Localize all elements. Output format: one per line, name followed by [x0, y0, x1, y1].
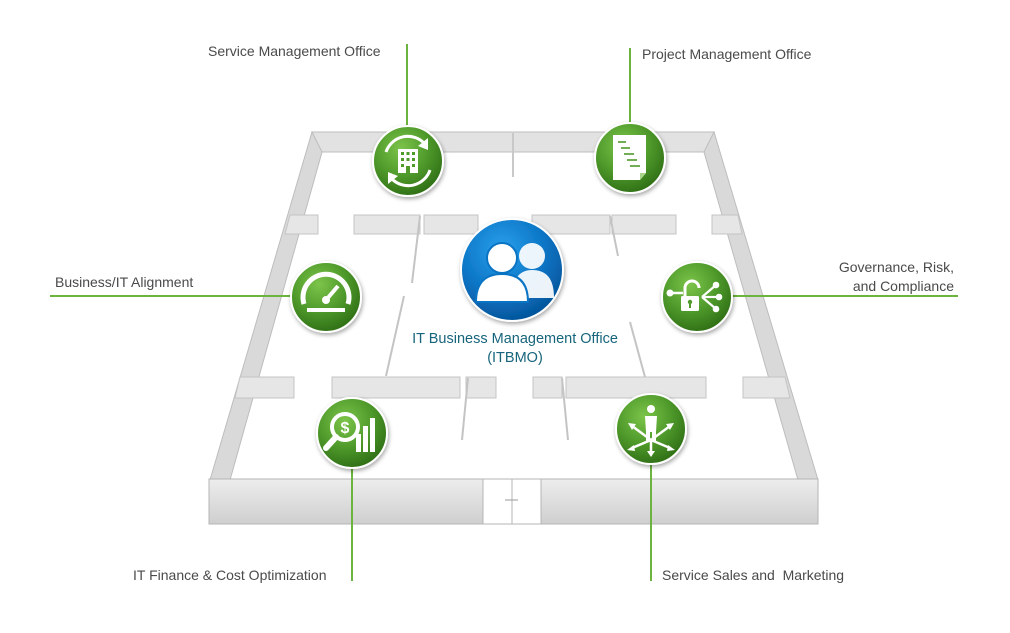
partition-lower-2 — [331, 376, 461, 399]
divider-interior-6 — [561, 377, 569, 441]
partition-upper-1 — [284, 214, 319, 235]
partition-upper-6 — [711, 214, 743, 235]
gauge-icon — [300, 271, 352, 312]
node-governance — [661, 261, 733, 333]
label-it-finance-cost-optimization: IT Finance & Cost Optimization — [133, 567, 327, 583]
node-service-management — [372, 125, 444, 197]
divider-interior-1 — [411, 215, 421, 284]
divider-interior-3 — [609, 215, 619, 257]
label-governance-risk-compliance: Governance, Risk, and Compliance — [839, 258, 954, 296]
document-list-icon — [613, 135, 646, 180]
label-governance-line2: and Compliance — [852, 278, 954, 294]
partition-lower-3 — [465, 376, 497, 399]
building-refresh-icon — [384, 134, 432, 188]
node-project-management — [594, 122, 666, 194]
person-arrows-icon — [627, 405, 675, 457]
node-business-it-alignment — [290, 261, 362, 333]
front-wall-right — [540, 478, 819, 525]
entrance-door-right — [511, 478, 542, 525]
node-service-sales — [615, 393, 687, 465]
divider-interior-2 — [385, 295, 405, 377]
floor-plan — [208, 130, 819, 525]
svg-text:$: $ — [341, 420, 350, 437]
center-title-line1: IT Business Management Office — [412, 331, 618, 347]
partition-upper-5 — [611, 214, 677, 235]
center-title-line2: (ITBMO) — [487, 350, 543, 366]
partition-lower-4 — [532, 376, 563, 399]
front-wall-left — [208, 478, 484, 525]
people-icon — [474, 242, 554, 303]
partition-upper-2 — [353, 214, 421, 235]
entrance-door-left — [482, 478, 513, 525]
node-it-finance: $ — [316, 397, 388, 469]
partition-upper-3 — [423, 214, 479, 235]
lock-network-icon — [666, 279, 723, 313]
divider-interior-5 — [461, 377, 469, 441]
partition-lower-5 — [565, 376, 707, 399]
finance-chart-icon: $ — [323, 412, 375, 452]
divider-interior-4 — [629, 321, 646, 378]
label-governance-line1: Governance, Risk, — [838, 259, 954, 275]
partition-lower-6 — [742, 376, 791, 399]
center-title: IT Business Management Office (ITBMO) — [395, 330, 635, 368]
label-business-it-alignment: Business/IT Alignment — [55, 274, 194, 290]
label-project-management-office: Project Management Office — [642, 46, 812, 62]
connectors — [50, 44, 958, 581]
label-service-management-office: Service Management Office — [208, 43, 381, 59]
partition-lower-1 — [234, 376, 295, 399]
label-service-sales-marketing: Service Sales and Marketing — [662, 567, 845, 583]
